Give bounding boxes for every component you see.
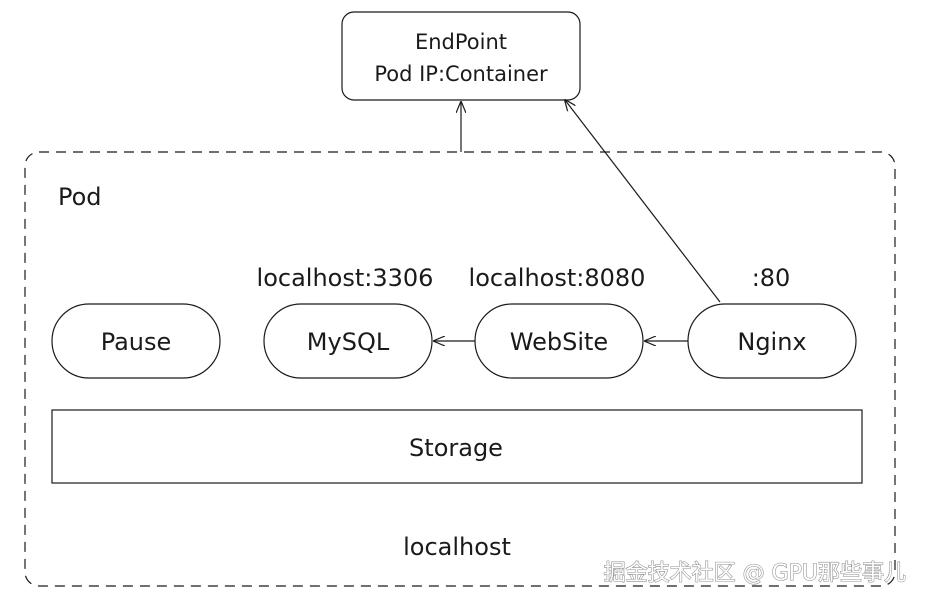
nginx-address-label: :80 <box>752 264 791 292</box>
container-nginx: Nginx <box>687 303 857 379</box>
container-mysql: MySQL <box>263 303 433 379</box>
nginx-to-endpoint-arrow <box>565 100 721 303</box>
storage-box: Storage <box>51 409 863 484</box>
mysql-address-label: localhost:3306 <box>257 264 434 292</box>
container-pause: Pause <box>51 303 221 379</box>
storage-label: Storage <box>409 434 503 462</box>
watermark-text: 掘金技术社区 @ GPU那些事儿 <box>604 561 906 586</box>
container-website-label: WebSite <box>510 328 608 356</box>
endpoint-title: EndPoint <box>415 30 507 54</box>
container-website: WebSite <box>474 303 644 379</box>
pod-label: Pod <box>58 183 102 211</box>
website-address-label: localhost:8080 <box>469 264 646 292</box>
endpoint-box: EndPoint Pod IP:Container <box>341 11 581 101</box>
localhost-label: localhost <box>403 533 511 561</box>
endpoint-subtitle: Pod IP:Container <box>374 62 548 86</box>
container-mysql-label: MySQL <box>307 328 390 356</box>
container-pause-label: Pause <box>101 328 172 356</box>
container-nginx-label: Nginx <box>737 328 806 356</box>
